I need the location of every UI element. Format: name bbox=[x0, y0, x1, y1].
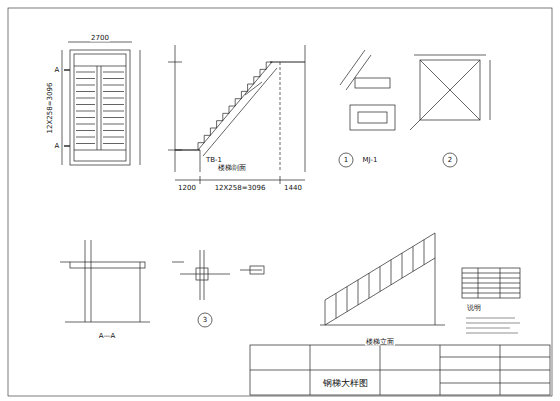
stroke bbox=[103, 124, 124, 125]
stroke bbox=[103, 104, 124, 105]
stroke bbox=[76, 72, 95, 73]
stair-plan bbox=[62, 42, 140, 165]
stroke bbox=[103, 85, 124, 86]
stroke bbox=[217, 120, 223, 121]
stroke bbox=[76, 124, 95, 125]
stroke bbox=[76, 137, 95, 138]
stroke bbox=[103, 117, 124, 118]
stroke bbox=[248, 84, 254, 85]
drawing-label: 2 bbox=[447, 157, 453, 164]
stroke bbox=[462, 283, 520, 284]
detail-3 bbox=[172, 250, 264, 327]
drawing-label: 2700 bbox=[90, 35, 110, 42]
stroke bbox=[462, 273, 520, 274]
stroke bbox=[103, 98, 124, 99]
stroke bbox=[235, 99, 236, 106]
stroke bbox=[210, 128, 216, 129]
stroke bbox=[76, 143, 95, 144]
stroke bbox=[103, 130, 124, 131]
drawing-label: 1200 bbox=[177, 185, 197, 192]
stroke bbox=[76, 117, 95, 118]
stroke bbox=[216, 121, 217, 128]
stroke bbox=[198, 142, 204, 143]
stroke bbox=[260, 69, 266, 70]
drawing-label: 3 bbox=[202, 317, 208, 324]
stroke bbox=[380, 267, 381, 292]
drawing-label: 12X258=3096 bbox=[47, 82, 54, 135]
stroke bbox=[247, 84, 248, 91]
drawing-label: MJ-1 bbox=[362, 157, 379, 164]
stroke bbox=[241, 91, 247, 92]
drawing-label: A bbox=[54, 143, 61, 150]
stroke bbox=[347, 287, 348, 312]
stair-section bbox=[168, 45, 305, 184]
stroke bbox=[413, 246, 414, 271]
stroke bbox=[235, 98, 241, 99]
railing-elevation bbox=[320, 233, 445, 325]
drawing-label: A bbox=[54, 67, 61, 74]
stroke bbox=[103, 72, 124, 73]
drawing-label: 楼梯立面 bbox=[365, 339, 395, 346]
stroke bbox=[103, 143, 124, 144]
stroke bbox=[229, 106, 230, 113]
stroke bbox=[229, 106, 235, 107]
stroke bbox=[241, 91, 242, 98]
detail-2 bbox=[410, 55, 490, 167]
stroke bbox=[198, 143, 199, 150]
stroke bbox=[336, 293, 337, 318]
drawing-label: 1440 bbox=[283, 185, 303, 192]
stroke bbox=[369, 273, 370, 298]
stroke bbox=[103, 137, 124, 138]
stroke bbox=[76, 78, 95, 79]
section-aa bbox=[60, 240, 150, 322]
material-table bbox=[462, 268, 520, 298]
stroke bbox=[76, 85, 95, 86]
stroke bbox=[266, 62, 267, 69]
drawing-label: TB-1 bbox=[205, 157, 223, 164]
drawing-label: 1 bbox=[343, 157, 349, 164]
stroke bbox=[462, 288, 520, 289]
stroke bbox=[253, 77, 254, 84]
stroke bbox=[76, 104, 95, 105]
notes-lines bbox=[466, 318, 520, 333]
stroke bbox=[260, 69, 261, 76]
stroke bbox=[76, 98, 95, 99]
stroke bbox=[424, 240, 425, 265]
stroke bbox=[76, 130, 95, 131]
stroke bbox=[391, 260, 392, 285]
drawing-label: A—A bbox=[98, 333, 117, 340]
drawing-label: 楼梯剖面 bbox=[217, 165, 247, 172]
stroke bbox=[462, 293, 520, 294]
stroke bbox=[103, 78, 124, 79]
stroke bbox=[204, 135, 210, 136]
stroke bbox=[462, 278, 520, 279]
stroke bbox=[223, 113, 229, 114]
drawing-label: 说明 bbox=[466, 305, 482, 312]
stroke bbox=[103, 91, 124, 92]
stroke bbox=[358, 280, 359, 305]
stroke bbox=[210, 128, 211, 135]
stroke bbox=[76, 91, 95, 92]
drawing-label: 12X258=3096 bbox=[214, 185, 267, 192]
stroke bbox=[76, 111, 95, 112]
stroke bbox=[103, 111, 124, 112]
stroke bbox=[204, 135, 205, 142]
stroke bbox=[222, 113, 223, 120]
drawing-label: 钢梯大样图 bbox=[322, 379, 369, 388]
title-block bbox=[250, 345, 550, 395]
stroke bbox=[254, 76, 260, 77]
stroke bbox=[402, 253, 403, 278]
detail-mj1 bbox=[339, 50, 395, 167]
stroke bbox=[266, 62, 272, 63]
